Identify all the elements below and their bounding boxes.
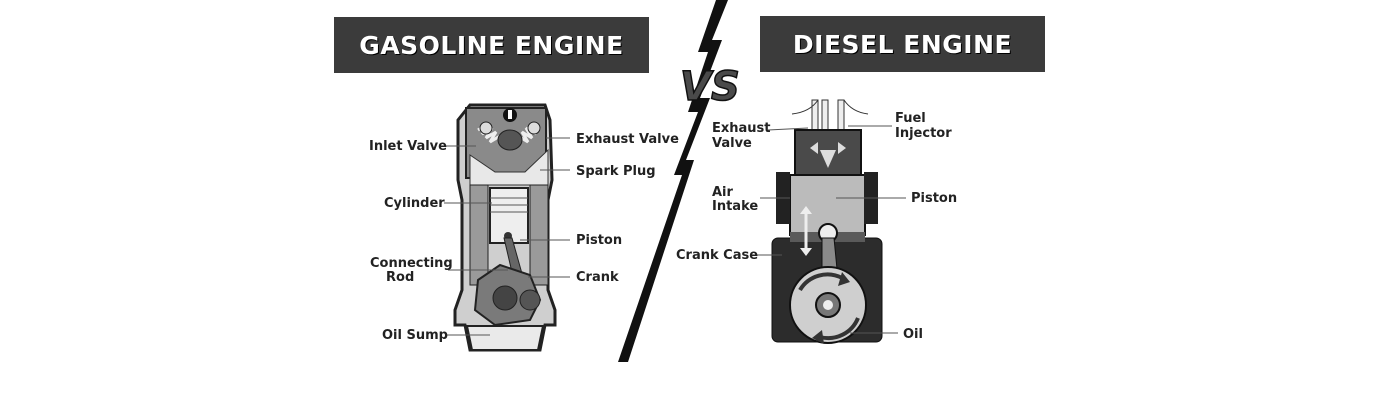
label-spark-plug: Spark Plug	[576, 164, 656, 179]
label-piston: Piston	[576, 233, 622, 248]
label-cylinder: Cylinder	[384, 196, 445, 211]
label-exhaust-valve-line2: Valve	[712, 136, 752, 151]
label-oil: Oil	[903, 327, 923, 342]
label-diesel-piston: Piston	[911, 191, 957, 206]
gasoline-engine-title: GASOLINE ENGINE	[334, 17, 649, 73]
label-inlet-valve: Inlet Valve	[369, 139, 447, 154]
label-air-intake-line1: Air	[712, 185, 734, 200]
label-fuel-injector-line1: Fuel	[895, 111, 926, 126]
label-exhaust-valve-line1: Exhaust	[712, 121, 771, 136]
label-connecting-rod-line1: Connecting	[370, 256, 453, 271]
label-oil-sump: Oil Sump	[382, 328, 448, 343]
label-fuel-injector-line2: Injector	[895, 126, 952, 141]
label-crank: Crank	[576, 270, 619, 285]
label-connecting-rod-line2: Rod	[386, 270, 414, 285]
gasoline-engine-illustration	[453, 103, 557, 352]
diesel-engine-title: DIESEL ENGINE	[760, 16, 1045, 72]
label-air-intake-line2: Intake	[712, 199, 758, 214]
label-exhaust-valve: Exhaust Valve	[576, 132, 679, 147]
diesel-engine-illustration	[771, 99, 883, 344]
vs-label: VS	[680, 64, 740, 110]
lightning-divider	[618, 0, 728, 362]
label-crank-case: Crank Case	[676, 248, 758, 263]
